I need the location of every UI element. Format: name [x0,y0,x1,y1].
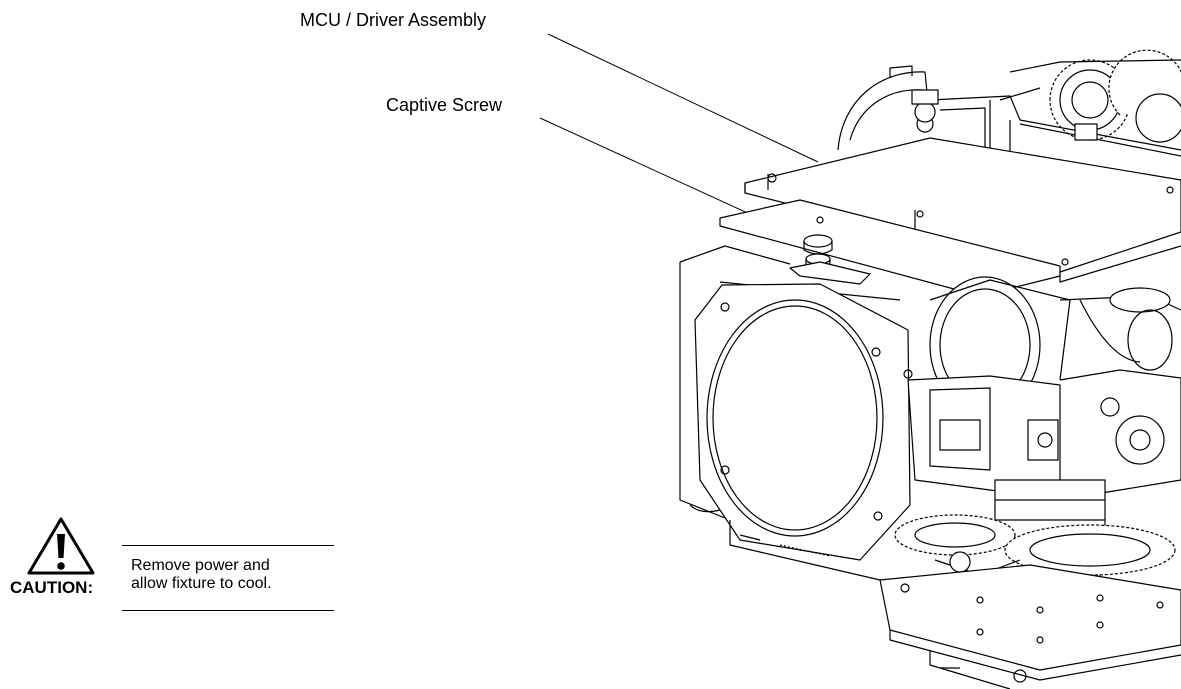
captive-screw-label: Captive Screw [386,95,503,115]
mcu-driver-assembly-label: MCU / Driver Assembly [300,10,487,30]
caution-notice: CAUTION: Remove power and allow fixture … [4,512,334,612]
leader-mcu [547,33,819,163]
caution-rule-top [122,545,334,546]
caution-line-2: allow fixture to cool. [131,575,272,592]
driver-board [719,199,1061,297]
front-lens [706,299,884,537]
caution-word: CAUTION: [10,578,94,597]
captive-screw-head [803,234,833,248]
caution-rule-bottom [122,610,334,611]
caution-line-1: Remove power and [131,557,270,574]
base-plate [879,564,1181,671]
warning-triangle-icon [27,517,95,575]
bottom-gear-left [894,514,1016,556]
caution-message: Remove power and allow fixture to cool. [131,557,272,593]
